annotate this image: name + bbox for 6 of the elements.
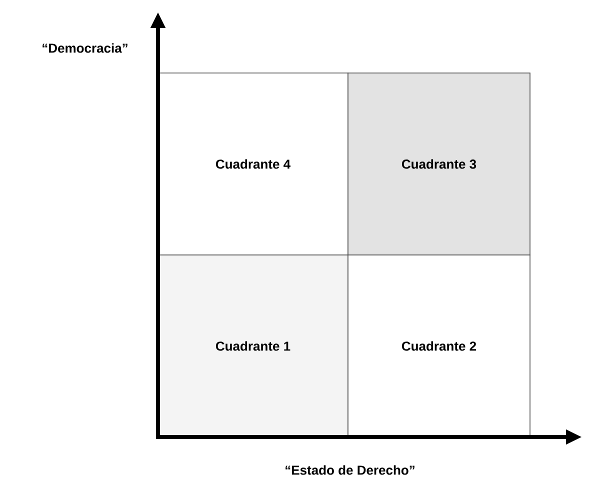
quadrant-box: Cuadrante 3 xyxy=(348,72,530,256)
axis-label: “Democracia” xyxy=(42,43,128,53)
quadrant-box: Cuadrante 2 xyxy=(348,254,530,438)
axis-label: “Estado de Derecho” xyxy=(286,465,414,475)
quadrant-box: Cuadrante 1 xyxy=(158,254,348,438)
quadrant-box: Cuadrante 4 xyxy=(158,72,348,256)
